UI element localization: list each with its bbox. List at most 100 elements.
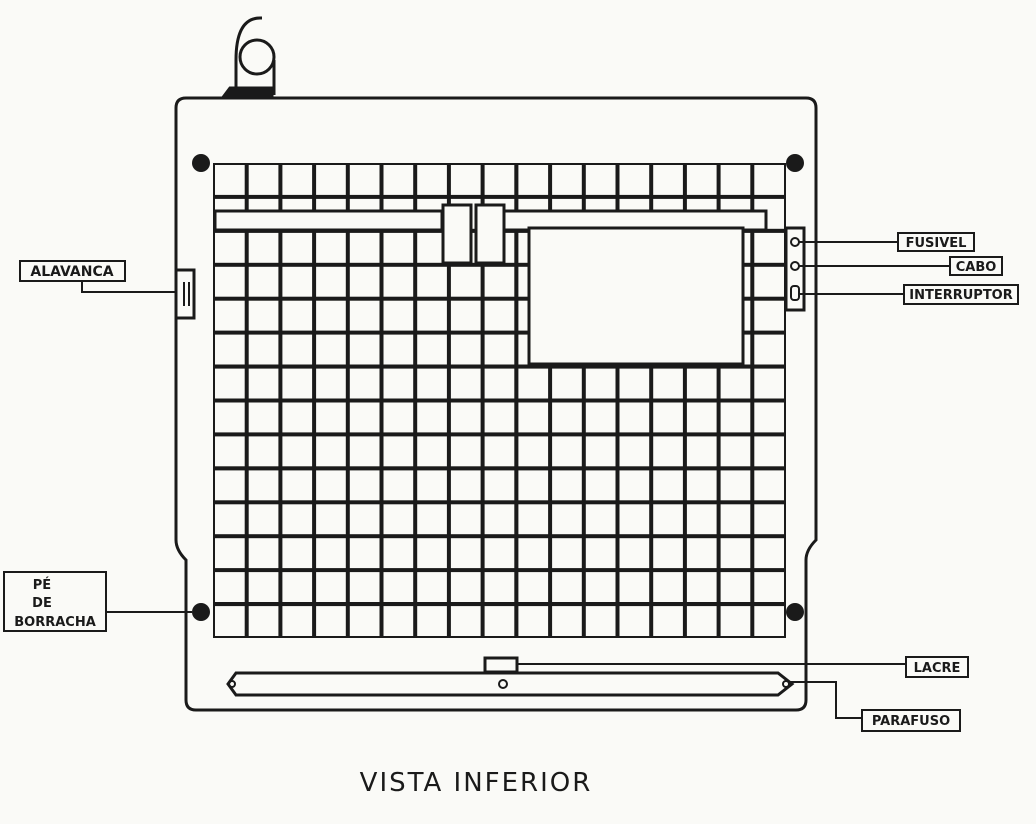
grille-slot (215, 300, 245, 331)
grille-slot (552, 538, 582, 569)
grille-slot (484, 436, 515, 467)
grille-slot (585, 368, 616, 399)
grille-slot (484, 572, 515, 602)
grille-slot (518, 538, 549, 569)
grille-slot (518, 402, 549, 433)
grille-slot (720, 606, 751, 636)
grille-slot (383, 300, 414, 331)
grille-slot (552, 504, 582, 535)
grille-slot (720, 368, 751, 399)
grille-slot (686, 402, 717, 433)
grille-slot (316, 300, 346, 331)
svg-text:CABO: CABO (956, 260, 997, 275)
grille-slot (349, 402, 380, 433)
grille-slot (720, 470, 751, 501)
grille-slot (484, 606, 515, 636)
grille-slot (215, 334, 245, 365)
connector-plate (784, 226, 806, 312)
grille-slot (248, 232, 279, 263)
grille-slot (417, 504, 447, 535)
grille-slot (720, 538, 751, 569)
rubber-foot-bottom-left (192, 603, 210, 621)
grille-slot (349, 300, 380, 331)
grille-slot (215, 232, 245, 263)
grille-slot (686, 165, 717, 195)
grille-slot (754, 504, 784, 535)
grille-slot (484, 538, 515, 569)
grille-slot (383, 470, 414, 501)
ventilation-grille (213, 163, 786, 638)
grille-slot (754, 436, 784, 467)
grille-slot (619, 606, 650, 636)
grille-slot (585, 470, 616, 501)
grille-slot (282, 232, 313, 263)
grille-slot (686, 538, 717, 569)
grille-slot (383, 232, 414, 263)
grille-slot (450, 300, 481, 331)
grille-slot (383, 334, 414, 365)
grille-slot (282, 402, 313, 433)
grille-slot (450, 436, 481, 467)
grille-slot (316, 538, 346, 569)
label-cabo: CABO (949, 256, 1003, 276)
grille-slot (686, 504, 717, 535)
grille-slot (518, 165, 549, 195)
grille-slot (248, 470, 279, 501)
grille-slot (316, 572, 346, 602)
grille-slot (383, 165, 414, 195)
grille-slot (450, 538, 481, 569)
grille-slot (215, 572, 245, 602)
grille-slot (653, 504, 683, 535)
grille-slot (450, 402, 481, 433)
grille-slot (383, 402, 414, 433)
grille-slot (720, 504, 751, 535)
grille-slot (450, 334, 481, 365)
grille-slot (248, 436, 279, 467)
leader-lines (81, 241, 950, 719)
grille-slot (754, 165, 784, 195)
grille-slot (349, 538, 380, 569)
grille-slot (383, 538, 414, 569)
grille-slot (686, 572, 717, 602)
label-parafuso: PARAFUSO (861, 709, 961, 732)
grille-slot (349, 232, 380, 263)
grille-slot (754, 334, 784, 365)
grille-slot (349, 266, 380, 297)
grille-slot (417, 436, 447, 467)
grille-slot (417, 165, 447, 195)
grille-slot (215, 266, 245, 297)
grille-slot (282, 300, 313, 331)
grille-slot (619, 538, 650, 569)
grille-slot (518, 606, 549, 636)
grille-slot (619, 402, 650, 433)
svg-text:LACRE: LACRE (914, 661, 961, 676)
grille-slot (653, 606, 683, 636)
grille-slot (518, 470, 549, 501)
grille-slot (686, 470, 717, 501)
grille-slot (282, 572, 313, 602)
grille-slot (215, 606, 245, 636)
grille-slot (248, 572, 279, 602)
grille-slot (417, 368, 447, 399)
grille-slot (215, 538, 245, 569)
grille-slot (518, 368, 549, 399)
grille-slot (282, 538, 313, 569)
grille-slot (754, 572, 784, 602)
grille-slot (383, 436, 414, 467)
grille-slot (619, 572, 650, 602)
grille-slot (754, 606, 784, 636)
grille-slot (619, 436, 650, 467)
grille-slot (316, 334, 346, 365)
grille-slot (248, 165, 279, 195)
svg-text:ALAVANCA: ALAVANCA (30, 264, 113, 280)
grille-slot (349, 368, 380, 399)
grille-slot (552, 165, 582, 195)
grille-slot (349, 334, 380, 365)
grille-slot (754, 266, 784, 297)
grille-slot (653, 572, 683, 602)
grille-slot (585, 436, 616, 467)
grille-slot (518, 436, 549, 467)
grille-slot (383, 606, 414, 636)
svg-text:PARAFUSO: PARAFUSO (872, 714, 950, 729)
svg-text:BORRACHA: BORRACHA (14, 615, 96, 630)
